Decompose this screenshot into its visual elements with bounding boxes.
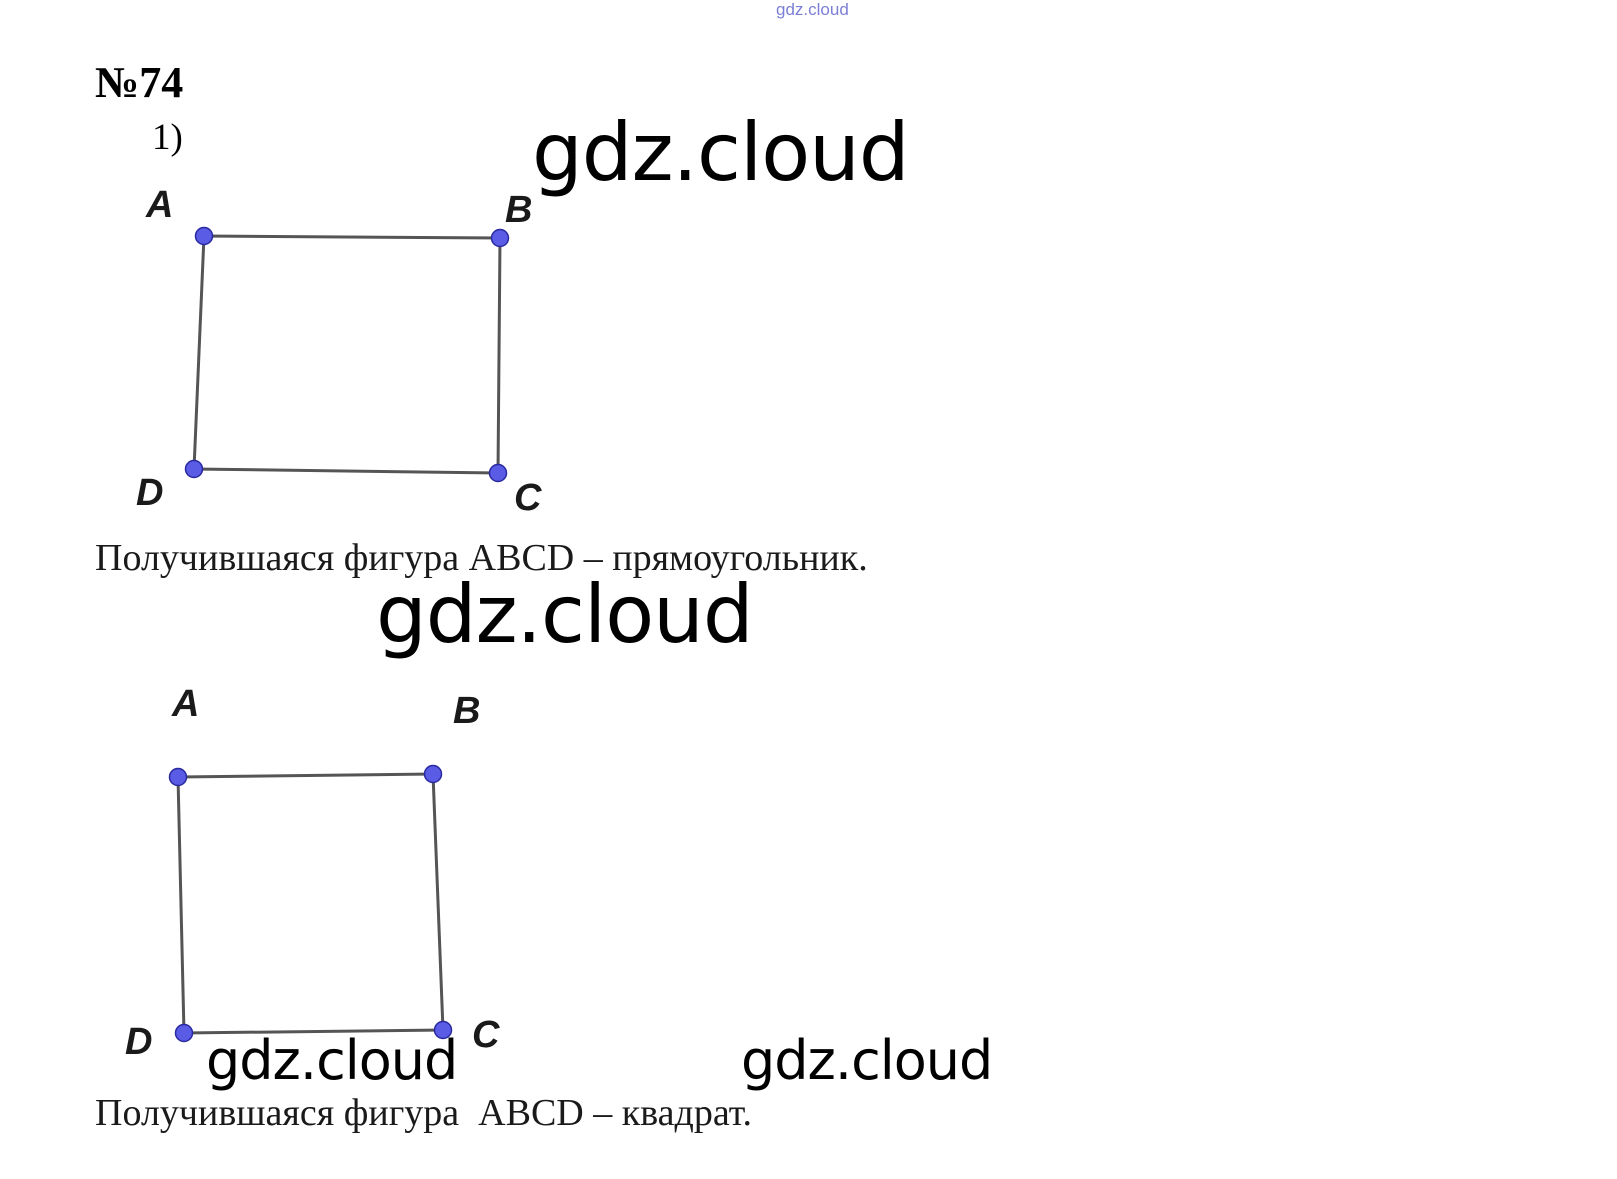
rectangle-edges <box>192 234 502 475</box>
vertex-point-c <box>488 463 508 483</box>
vertex-point-d <box>174 1023 194 1043</box>
vertex-label-b: B <box>505 189 532 231</box>
site-watermark-top: gdz.cloud <box>776 0 849 19</box>
vertex-label-c: C <box>472 1014 500 1056</box>
vertex-label-a: A <box>171 683 199 725</box>
vertex-point-b <box>490 228 510 248</box>
vertex-label-b: B <box>453 690 480 732</box>
problem-number: №74 <box>95 58 184 107</box>
vertex-point-a <box>168 767 188 787</box>
watermark-text: gdz.cloud <box>532 106 910 199</box>
watermark-text: gdz.cloud <box>741 1029 993 1092</box>
vertex-point-c <box>433 1020 453 1040</box>
vertex-point-a <box>194 226 214 246</box>
vertex-label-a: A <box>145 184 173 226</box>
vertex-label-c: C <box>514 477 542 519</box>
square-caption: Получившаяся фигура ABCD – квадрат. <box>95 1092 752 1134</box>
watermark-text: gdz.cloud <box>206 1029 458 1092</box>
part-label: 1) <box>152 117 183 158</box>
vertex-label-d: D <box>125 1021 152 1063</box>
rectangle-vertices <box>184 226 510 483</box>
watermark-text: gdz.cloud <box>376 568 754 661</box>
vertex-point-d <box>184 459 204 479</box>
square-edges <box>176 772 445 1035</box>
vertex-point-b <box>423 764 443 784</box>
vertex-label-d: D <box>136 472 163 514</box>
rectangle-caption: Получившаяся фигура ABCD – прямоугольник… <box>95 537 868 579</box>
square-vertices <box>168 764 453 1043</box>
